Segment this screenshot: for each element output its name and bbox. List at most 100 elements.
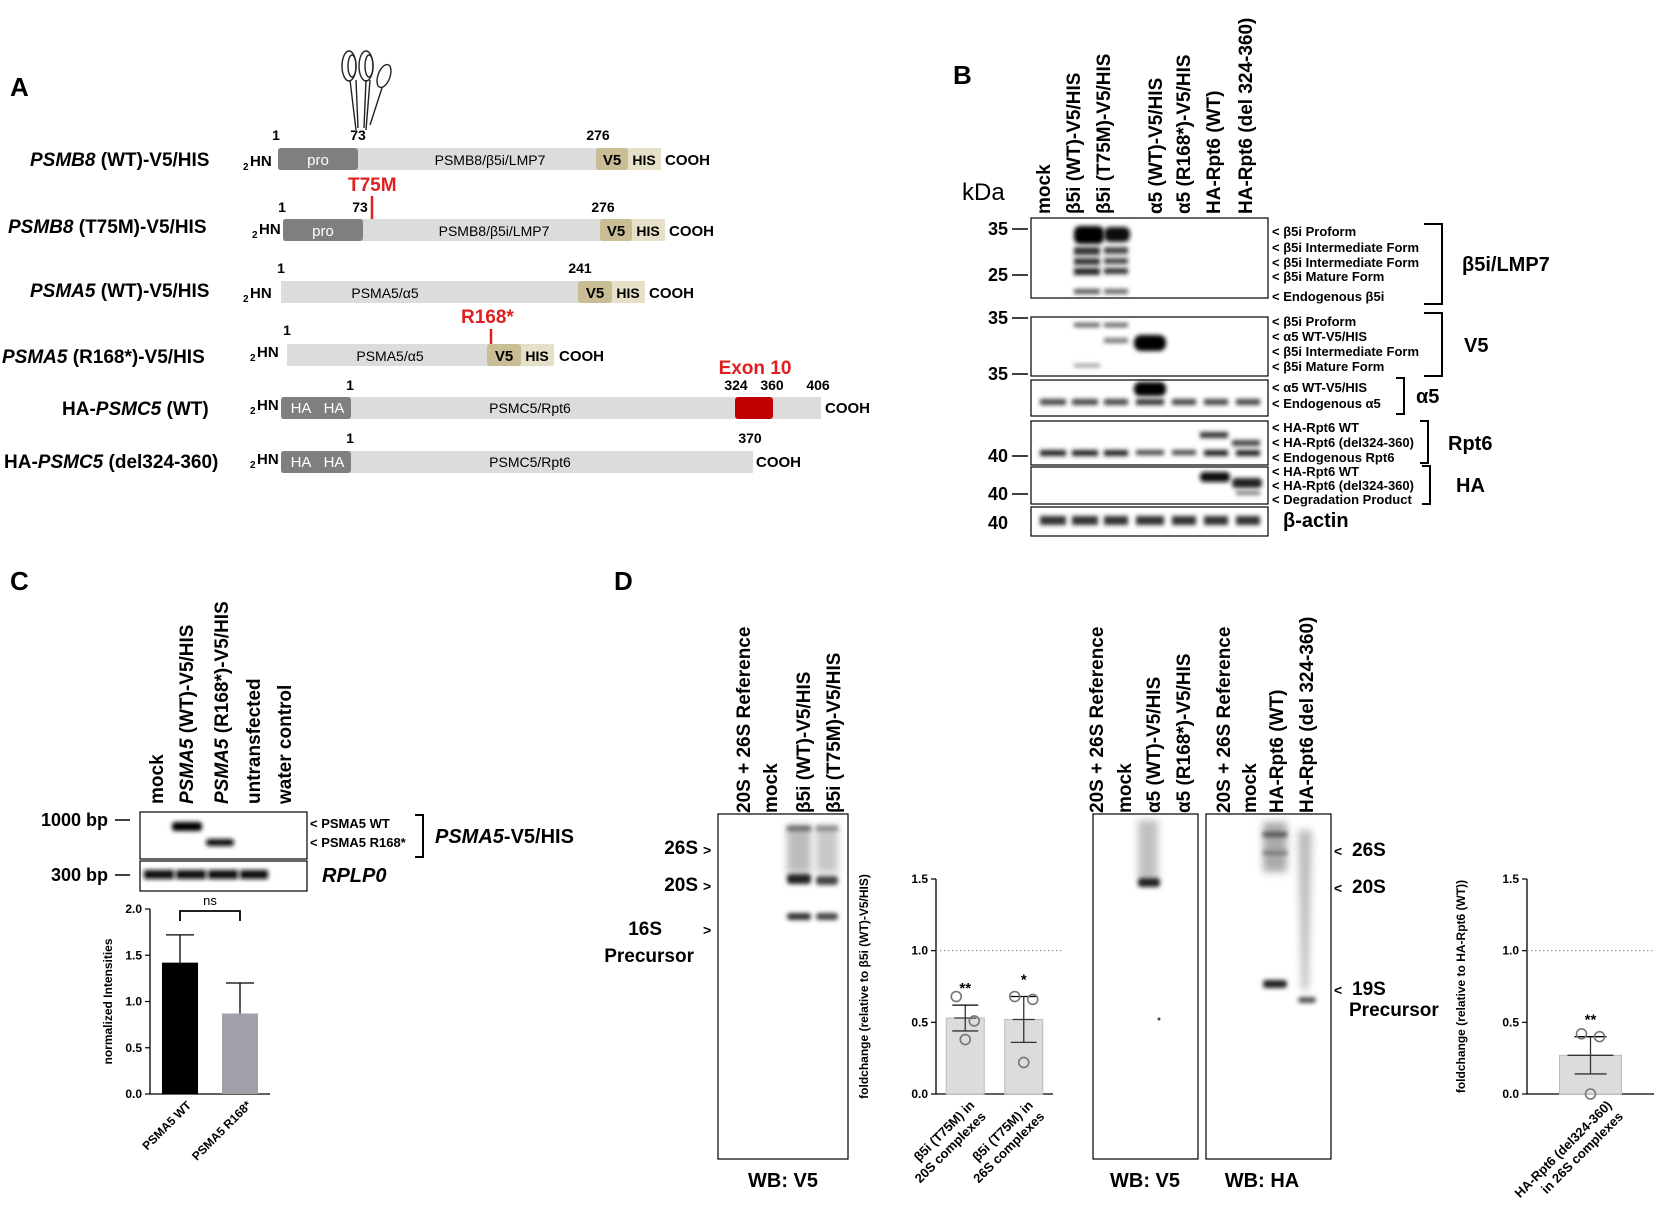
- svg-text:1: 1: [346, 377, 354, 393]
- svg-text:>: >: [703, 922, 711, 938]
- y-tick-label: 1.5: [1502, 872, 1519, 886]
- svg-text:PSMB8 (T75M)-V5/HIS: PSMB8 (T75M)-V5/HIS: [8, 217, 207, 238]
- svg-text:< β5i Intermediate Form: < β5i Intermediate Form: [1272, 344, 1419, 359]
- svg-text:26S: 26S: [664, 838, 698, 859]
- svg-text:HA: HA: [291, 400, 312, 417]
- svg-text:276: 276: [591, 199, 615, 215]
- significance-label: **: [959, 980, 971, 997]
- svg-text:20S + 26S Reference: 20S + 26S Reference: [734, 627, 755, 813]
- blot-b5i-markers: 35 25: [988, 219, 1028, 285]
- y-tick-label: 1.5: [911, 872, 928, 886]
- data-point: [1008, 990, 1021, 1003]
- mutation-label: T75M: [348, 175, 397, 196]
- data-point: [1575, 1028, 1588, 1040]
- svg-text:HA-PSMC5 (WT): HA-PSMC5 (WT): [62, 399, 209, 420]
- svg-text:2: 2: [250, 460, 256, 471]
- blot-ha-band-labels: < HA-Rpt6 WT < HA-Rpt6 (del324-360) < De…: [1272, 464, 1414, 507]
- y-tick-label: 0.5: [125, 1041, 142, 1055]
- y-tick-label: 2.0: [125, 902, 142, 916]
- gel-name: RPLP0: [322, 865, 386, 887]
- svg-text:untransfected: untransfected: [244, 678, 265, 804]
- svg-text:2: 2: [243, 162, 249, 173]
- bar: [162, 962, 198, 1094]
- y-tick-label: 1.0: [125, 995, 142, 1009]
- pro-domain: [278, 148, 358, 170]
- svg-text:PSMA5 (R168*)-V5/HIS: PSMA5 (R168*)-V5/HIS: [212, 601, 233, 804]
- svg-text:HN: HN: [250, 285, 272, 302]
- svg-text:PSMB8 (WT)-V5/HIS: PSMB8 (WT)-V5/HIS: [30, 150, 209, 171]
- wb-label: WB: V5: [748, 1170, 818, 1192]
- svg-text:< Endogenous α5: < Endogenous α5: [1272, 396, 1381, 411]
- gel-rplp0: [139, 860, 308, 892]
- data-point: [1593, 1030, 1606, 1043]
- blot-a5: [1030, 379, 1269, 417]
- svg-text:< α5 WT-V5/HIS: < α5 WT-V5/HIS: [1272, 380, 1367, 395]
- data-point: [950, 990, 963, 1003]
- svg-text:19S: 19S: [1352, 979, 1386, 1000]
- svg-text:Precursor: Precursor: [1349, 1000, 1439, 1021]
- native-blot-v5-a5: [1092, 813, 1199, 1160]
- blot-ha: [1030, 466, 1269, 505]
- svg-text:β5i (T75M)-V5/HIS: β5i (T75M)-V5/HIS: [824, 653, 845, 813]
- blot-name: Rpt6: [1448, 433, 1492, 455]
- blot-name: HA: [1456, 475, 1485, 497]
- svg-text:PSMC5/Rpt6: PSMC5/Rpt6: [489, 400, 571, 416]
- category-label-line: PSMA5 R168*: [189, 1098, 254, 1163]
- blot-b5i: [1030, 217, 1269, 299]
- significance-label: **: [1585, 1012, 1597, 1029]
- marker: 1000 bp: [41, 810, 108, 830]
- svg-text:< PSMA5 R168*: < PSMA5 R168*: [310, 835, 407, 850]
- svg-text:< HA-Rpt6 (del324-360): < HA-Rpt6 (del324-360): [1272, 435, 1414, 450]
- svg-text:20S + 26S Reference: 20S + 26S Reference: [1087, 627, 1108, 813]
- svg-text:370: 370: [738, 430, 762, 446]
- svg-text:HIS: HIS: [632, 152, 655, 168]
- blot-v5-band-labels: < β5i Proform < α5 WT-V5/HIS < β5i Inter…: [1272, 314, 1419, 374]
- svg-text:< HA-Rpt6 WT: < HA-Rpt6 WT: [1272, 420, 1359, 435]
- svg-text:HA: HA: [324, 454, 345, 471]
- svg-text:HA: HA: [324, 400, 345, 417]
- blot-rpt6: [1030, 420, 1269, 466]
- data-point: [1026, 993, 1039, 1006]
- svg-text:pro: pro: [312, 223, 334, 240]
- svg-text:>: >: [703, 842, 711, 858]
- kda-label: kDa: [962, 179, 1005, 206]
- svg-text:1: 1: [278, 199, 286, 215]
- y-tick-label: 0.5: [911, 1015, 928, 1029]
- bar: [222, 1013, 258, 1094]
- svg-text:< β5i Proform: < β5i Proform: [1272, 314, 1356, 329]
- category-label: PSMA5 WT: [139, 1098, 194, 1153]
- native-blot1-markers: 26S > 20S > 16S > Precursor: [604, 838, 711, 967]
- native-blot-v5-b5i: [717, 813, 849, 1160]
- y-tick-label: 1.0: [1502, 944, 1519, 958]
- svg-text:HIS: HIS: [636, 223, 659, 239]
- svg-text:α5 (R168*)-V5/HIS: α5 (R168*)-V5/HIS: [1174, 54, 1195, 214]
- y-tick-label: 0.0: [1502, 1087, 1519, 1101]
- svg-text:1: 1: [277, 260, 285, 276]
- svg-text:<: <: [1334, 880, 1342, 896]
- panel-d-blot2-lane-labels: 20S + 26S Reference mock α5 (WT)-V5/HIS …: [1087, 627, 1195, 813]
- svg-text:β5i (WT)-V5/HIS: β5i (WT)-V5/HIS: [794, 672, 815, 813]
- svg-text:< Degradation Product: < Degradation Product: [1272, 492, 1412, 507]
- gel-psma5: [139, 811, 308, 860]
- svg-text:PSMA5/α5: PSMA5/α5: [356, 348, 423, 364]
- svg-text:HIS: HIS: [616, 285, 639, 301]
- svg-text:PSMC5/Rpt6: PSMC5/Rpt6: [489, 454, 571, 470]
- svg-text:pro: pro: [307, 152, 329, 169]
- svg-text:2: 2: [250, 353, 256, 364]
- y-axis-label: foldchange (relative to β5i (WT)-V5/HIS): [857, 874, 871, 1099]
- svg-text:324: 324: [724, 377, 748, 393]
- svg-text:HN: HN: [257, 397, 279, 414]
- svg-text:2: 2: [250, 406, 256, 417]
- svg-text:< HA-Rpt6 (del324-360): < HA-Rpt6 (del324-360): [1272, 478, 1414, 493]
- svg-text:1: 1: [346, 430, 354, 446]
- y-axis-label: foldchange (relative to HA-Rpt6 (WT)): [1454, 880, 1468, 1093]
- svg-text:< β5i Intermediate Form: < β5i Intermediate Form: [1272, 240, 1419, 255]
- category-label: HA-Rpt6 (del324-360)in 26S complexes: [1512, 1098, 1626, 1212]
